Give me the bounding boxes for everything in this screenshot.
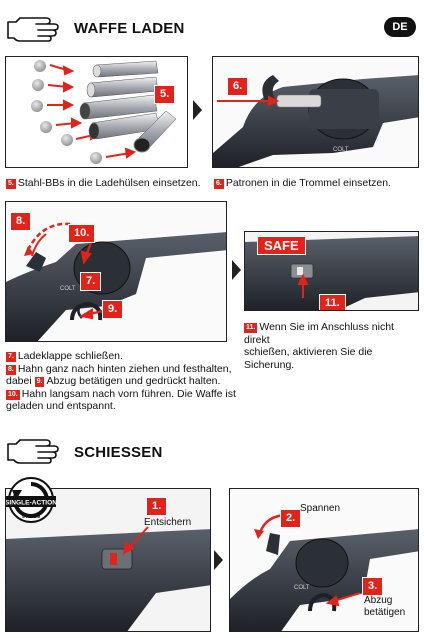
photo-close-gate-and-cock: COLT 8. 10. 7. 9.: [5, 201, 227, 342]
pointing-hand-icon: [7, 439, 59, 464]
step-badge-10: 10.: [68, 224, 96, 243]
photo-cartridges-into-cylinder: COLT 6.: [212, 56, 419, 168]
step-badge-11: 11.: [319, 294, 346, 310]
engraving-text: COLT: [60, 286, 76, 292]
step-badge-5: 5.: [154, 85, 176, 104]
label-trigger: Abzug betätigen: [364, 595, 406, 618]
caption-step-11: 11.Wenn Sie im Anschluss nicht direkt sc…: [244, 321, 394, 371]
step-badge-shoot-3: 3.: [362, 577, 384, 596]
next-arrow-icon: [193, 100, 202, 120]
caption-num-5: 5.: [6, 179, 16, 189]
safe-label: SAFE: [257, 236, 306, 255]
label-cock: Spannen: [300, 503, 341, 514]
caption-num-6: 6.: [214, 179, 224, 189]
photo-safety-engaged: SAFE 11.: [244, 231, 419, 311]
photo-cock-and-fire: COLT 2. Spannen 3. Abzug betätigen: [229, 488, 419, 632]
steel-bb: [61, 134, 73, 146]
steel-bb: [34, 60, 46, 72]
step-badge-8: 8.: [10, 212, 32, 231]
steel-bb: [40, 121, 52, 133]
step-badge-7: 7.: [80, 272, 102, 291]
section-title-loading: WAFFE LADEN: [74, 20, 185, 37]
caption-step-5: 5.Stahl-BBs in die Ladehülsen einsetzen.: [6, 177, 201, 189]
photo-disengage-safety: 1. Entsichern: [5, 488, 211, 632]
caption-num-11: 11.: [244, 323, 258, 333]
step-badge-shoot-2: 2.: [280, 509, 302, 528]
engraving-text: COLT: [333, 147, 349, 153]
photo-bbs-into-cartridges: 5.: [5, 56, 188, 168]
logo-subtext: SYSTEM: [22, 514, 41, 519]
step-badge-9: 9.: [102, 300, 124, 319]
step-badge-shoot-1: 1.: [146, 497, 168, 516]
section-title-shooting: SCHIESSEN: [74, 444, 163, 461]
steel-bb: [31, 100, 43, 112]
step-badge-6: 6.: [227, 77, 249, 96]
revolver-fire-illustration: COLT: [230, 489, 418, 631]
steel-bb: [32, 79, 44, 91]
caption-step-6: 6.Patronen in die Trommel einsetzen.: [214, 177, 392, 189]
engraving-text: COLT: [294, 585, 310, 591]
single-action-logo-icon: SINGLE-ACTION SYSTEM: [6, 477, 56, 523]
next-arrow-icon: [214, 550, 223, 570]
caption-steps-7-10: 7.Ladeklappe schließen. 8.Hahn ganz nach…: [6, 350, 236, 413]
label-disengage: Entsichern: [144, 517, 192, 528]
logo-text: SINGLE-ACTION: [6, 500, 56, 507]
cartridges-illustration: [31, 60, 177, 164]
revolver-cylinder-illustration: COLT: [213, 57, 418, 167]
steel-bb: [90, 152, 102, 164]
next-arrow-icon: [232, 260, 241, 280]
pointing-hand-icon: [7, 17, 59, 42]
revolver-side-illustration: COLT: [6, 202, 226, 341]
language-badge: DE: [384, 17, 416, 37]
cartridge-group: [79, 60, 177, 153]
